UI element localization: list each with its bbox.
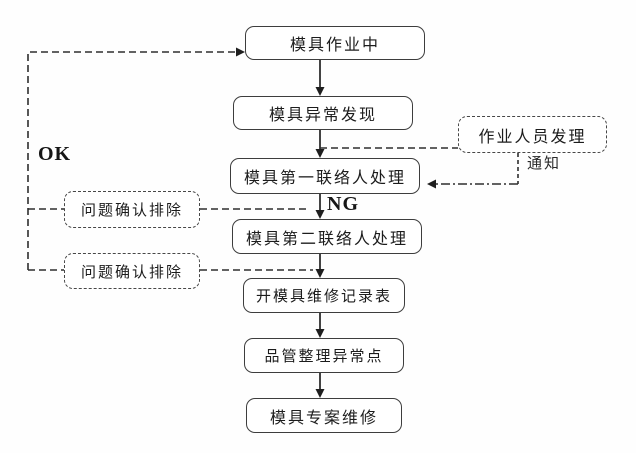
label-ng: NG <box>327 193 359 215</box>
node-abnormal-found: 模具异常发现 <box>233 96 413 130</box>
arrowhead-working-abnormal <box>315 87 325 96</box>
arrowhead-repair-qc <box>315 329 325 338</box>
node-problem-resolved-1: 问题确认排除 <box>64 191 200 228</box>
arrowhead-qc-special <box>315 389 325 398</box>
arrowhead-first-second <box>315 210 325 219</box>
node-mold-working: 模具作业中 <box>245 26 425 60</box>
label-notify: 通知 <box>527 155 562 172</box>
node-problem-resolved-2: 问题确认排除 <box>64 253 200 289</box>
node-second-contact: 模具第二联络人处理 <box>232 219 422 254</box>
node-operator-handle: 作业人员发理 <box>458 116 607 153</box>
arrowhead-notify-first-contact <box>427 179 436 189</box>
node-first-contact: 模具第一联络人处理 <box>230 158 420 194</box>
arrowhead-abnormal-first <box>315 149 325 158</box>
arrowhead-feedback-start <box>236 47 245 57</box>
edge-feedback-to-start <box>27 51 236 270</box>
label-ok: OK <box>38 143 72 165</box>
node-qc-summary: 品管整理异常点 <box>244 338 404 373</box>
node-repair-record: 开模具维修记录表 <box>243 278 405 313</box>
node-special-repair: 模具专案维修 <box>246 398 402 433</box>
arrowhead-second-repair <box>315 269 325 278</box>
